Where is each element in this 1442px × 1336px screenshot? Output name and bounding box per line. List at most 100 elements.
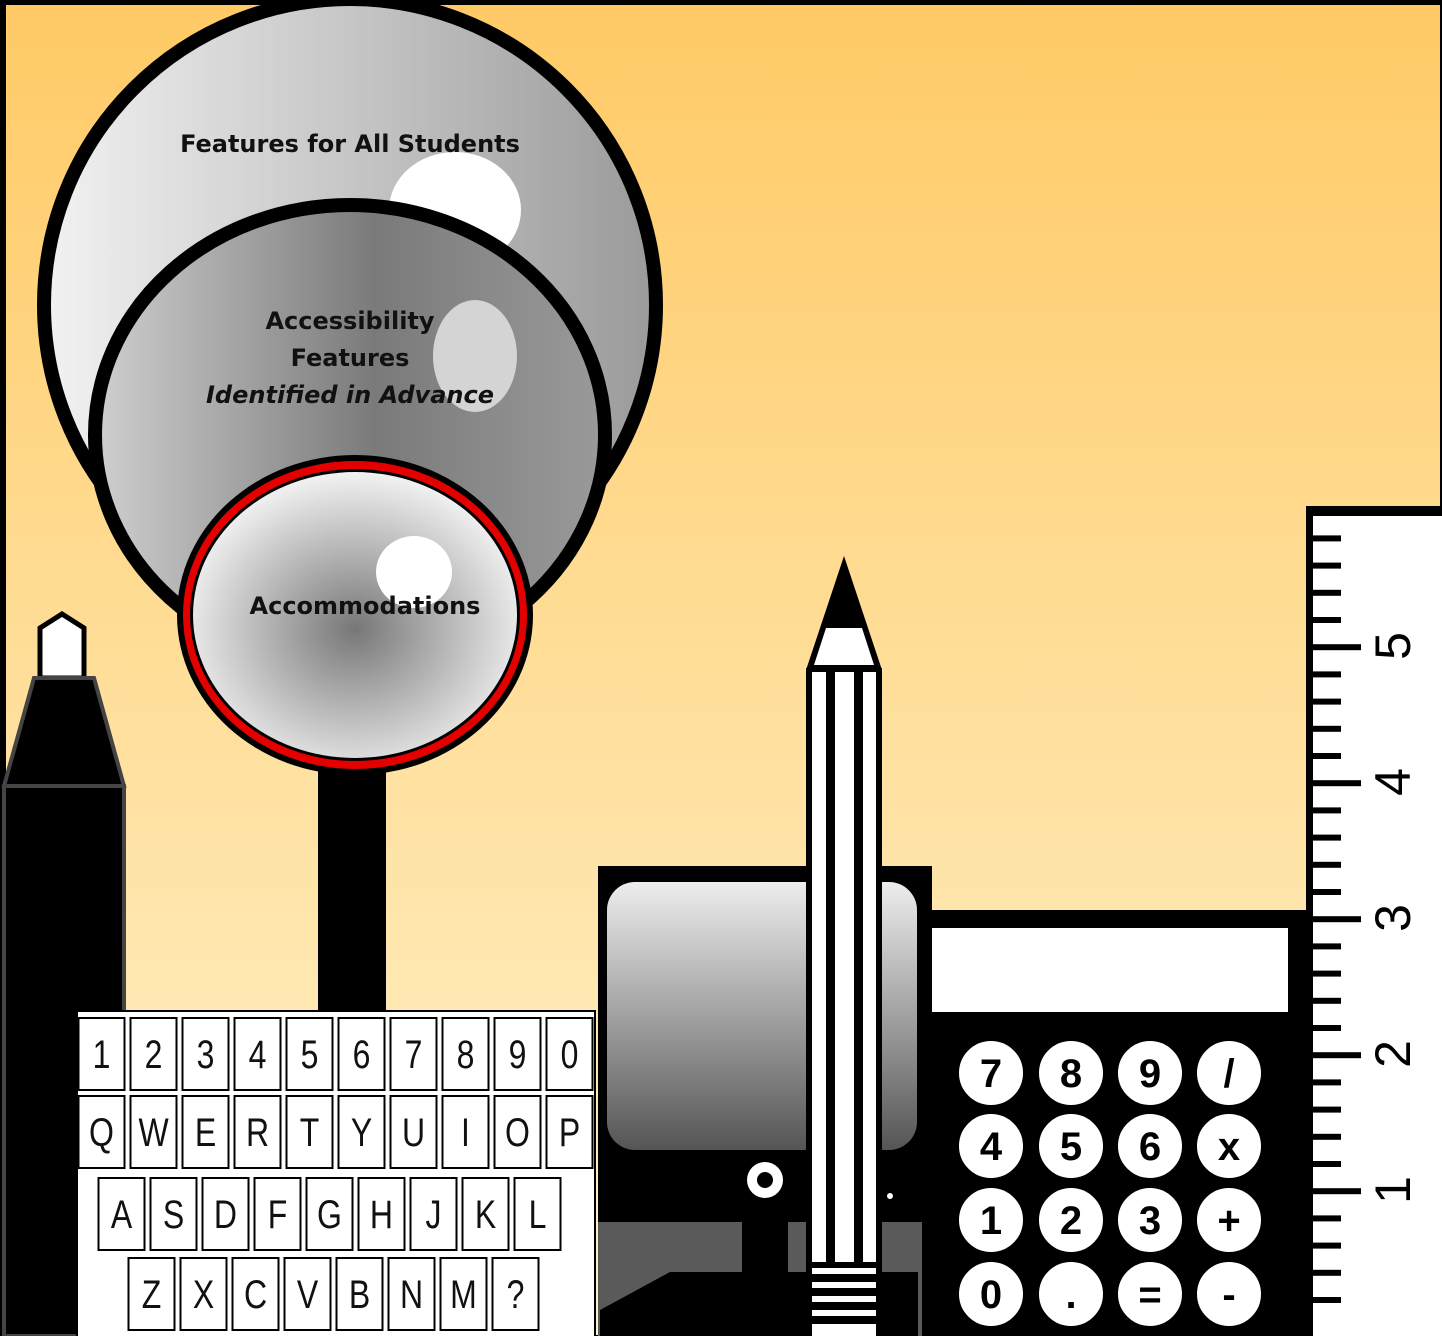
ruler-tick	[1313, 807, 1341, 813]
keyboard-key[interactable]: Z	[129, 1258, 175, 1330]
keyboard-key[interactable]: V	[285, 1258, 331, 1330]
keyboard-key[interactable]: 6	[339, 1018, 385, 1090]
ruler-tick	[1313, 780, 1361, 786]
keyboard-key[interactable]: 9	[495, 1018, 541, 1090]
ruler-tick	[1313, 998, 1341, 1004]
keyboard-key[interactable]: R	[235, 1096, 281, 1168]
keyboard-key-label: F	[268, 1192, 288, 1237]
ruler-tick	[1313, 1215, 1341, 1221]
keyboard-key-label: K	[475, 1192, 496, 1237]
keyboard-key[interactable]: B	[337, 1258, 383, 1330]
keyboard-key[interactable]: 2	[131, 1018, 177, 1090]
ruler-tick	[1313, 1188, 1361, 1194]
keyboard-key[interactable]: U	[391, 1096, 437, 1168]
calculator-display	[932, 928, 1288, 1012]
ruler-tick	[1313, 1161, 1341, 1167]
keyboard-key[interactable]: S	[151, 1178, 197, 1250]
keyboard-key[interactable]: X	[181, 1258, 227, 1330]
calculator-key[interactable]: +	[1196, 1187, 1262, 1253]
keyboard-key[interactable]: W	[131, 1096, 177, 1168]
keyboard: 1234567890QWERTYUIOP ASDFGHJKL ZXCVBNM?	[76, 1010, 596, 1336]
ruler-tick	[1313, 1270, 1341, 1276]
calculator-key[interactable]: -	[1196, 1261, 1262, 1327]
calculator-key[interactable]: 2	[1038, 1187, 1104, 1253]
keyboard-key[interactable]: 1	[79, 1018, 125, 1090]
keyboard-key[interactable]: 4	[235, 1018, 281, 1090]
ruler-tick	[1313, 835, 1341, 841]
keyboard-key[interactable]: A	[99, 1178, 145, 1250]
keyboard-key-label: N	[400, 1272, 423, 1317]
ruler-tick	[1313, 726, 1341, 732]
keyboard-key-label: T	[300, 1110, 320, 1155]
keyboard-key-label: Q	[89, 1110, 114, 1155]
calculator-key[interactable]: .	[1038, 1261, 1104, 1327]
keyboard-key[interactable]: J	[411, 1178, 457, 1250]
calculator-key[interactable]: 8	[1038, 1040, 1104, 1106]
keyboard-key[interactable]: 0	[547, 1018, 593, 1090]
calculator-key-label: -	[1222, 1273, 1235, 1317]
label-features-for-all-students: Features for All Students	[180, 130, 520, 158]
keyboard-key-label: D	[214, 1192, 237, 1237]
keyboard-key-label: I	[461, 1110, 470, 1155]
calculator-key[interactable]: 3	[1117, 1187, 1183, 1253]
keyboard-key[interactable]: D	[203, 1178, 249, 1250]
keyboard-key[interactable]: P	[547, 1096, 593, 1168]
keyboard-key[interactable]: O	[495, 1096, 541, 1168]
keyboard-key[interactable]: H	[359, 1178, 405, 1250]
keyboard-key-label: Z	[142, 1272, 162, 1317]
calculator-key[interactable]: 4	[958, 1113, 1024, 1179]
keyboard-key[interactable]: 8	[443, 1018, 489, 1090]
keyboard-key[interactable]: C	[233, 1258, 279, 1330]
calculator-key-label: 4	[980, 1125, 1003, 1169]
calculator-key[interactable]: x	[1196, 1113, 1262, 1179]
keyboard-key[interactable]: L	[515, 1178, 561, 1250]
keyboard-key[interactable]: Y	[339, 1096, 385, 1168]
keyboard-key[interactable]: 7	[391, 1018, 437, 1090]
keyboard-key[interactable]: M	[441, 1258, 487, 1330]
ruler-tick	[1313, 617, 1341, 623]
calculator-key-label: 9	[1139, 1052, 1161, 1096]
calculator-key-label: 1	[980, 1199, 1002, 1243]
calculator-key[interactable]: 5	[1038, 1113, 1104, 1179]
calculator-key-label: 5	[1060, 1125, 1082, 1169]
keyboard-key-label: 1	[93, 1032, 111, 1077]
calculator-key-label: x	[1218, 1125, 1240, 1169]
ruler-tick	[1313, 943, 1341, 949]
calculator-key-label: /	[1223, 1052, 1234, 1096]
calculator-key[interactable]: 9	[1117, 1040, 1183, 1106]
keyboard-key[interactable]: 5	[287, 1018, 333, 1090]
ruler-number: 1	[1365, 1176, 1421, 1204]
keyboard-key-label: 8	[457, 1032, 475, 1077]
keyboard-key-label: 7	[405, 1032, 423, 1077]
keyboard-key-label: W	[138, 1110, 169, 1155]
keyboard-key[interactable]: F	[255, 1178, 301, 1250]
calculator-key[interactable]: 1	[958, 1187, 1024, 1253]
keyboard-key[interactable]: I	[443, 1096, 489, 1168]
calculator-key-label: 7	[980, 1052, 1002, 1096]
pencil-icon	[806, 556, 882, 1336]
keyboard-key[interactable]: ?	[493, 1258, 539, 1330]
keyboard-key[interactable]: G	[307, 1178, 353, 1250]
calculator-key[interactable]: 7	[958, 1040, 1024, 1106]
calculator-key-label: 3	[1139, 1199, 1161, 1243]
ruler-tick	[1313, 590, 1341, 596]
keyboard-key[interactable]: E	[183, 1096, 229, 1168]
keyboard-key[interactable]: K	[463, 1178, 509, 1250]
keyboard-key-label: C	[244, 1272, 267, 1317]
calculator-key[interactable]: =	[1117, 1261, 1183, 1327]
calculator-key-label: =	[1138, 1273, 1161, 1317]
keyboard-key[interactable]: 3	[183, 1018, 229, 1090]
calculator-key[interactable]: /	[1196, 1040, 1262, 1106]
keyboard-key[interactable]: T	[287, 1096, 333, 1168]
keyboard-key-label: U	[402, 1110, 425, 1155]
keyboard-key-label: J	[426, 1192, 442, 1237]
calculator-key[interactable]: 6	[1117, 1113, 1183, 1179]
keyboard-key-label: ?	[507, 1272, 525, 1317]
keyboard-key[interactable]: Q	[79, 1096, 125, 1168]
ruler-tick	[1313, 916, 1361, 922]
ruler-tick	[1313, 699, 1341, 705]
calculator-key[interactable]: 0	[958, 1261, 1024, 1327]
keyboard-key[interactable]: N	[389, 1258, 435, 1330]
